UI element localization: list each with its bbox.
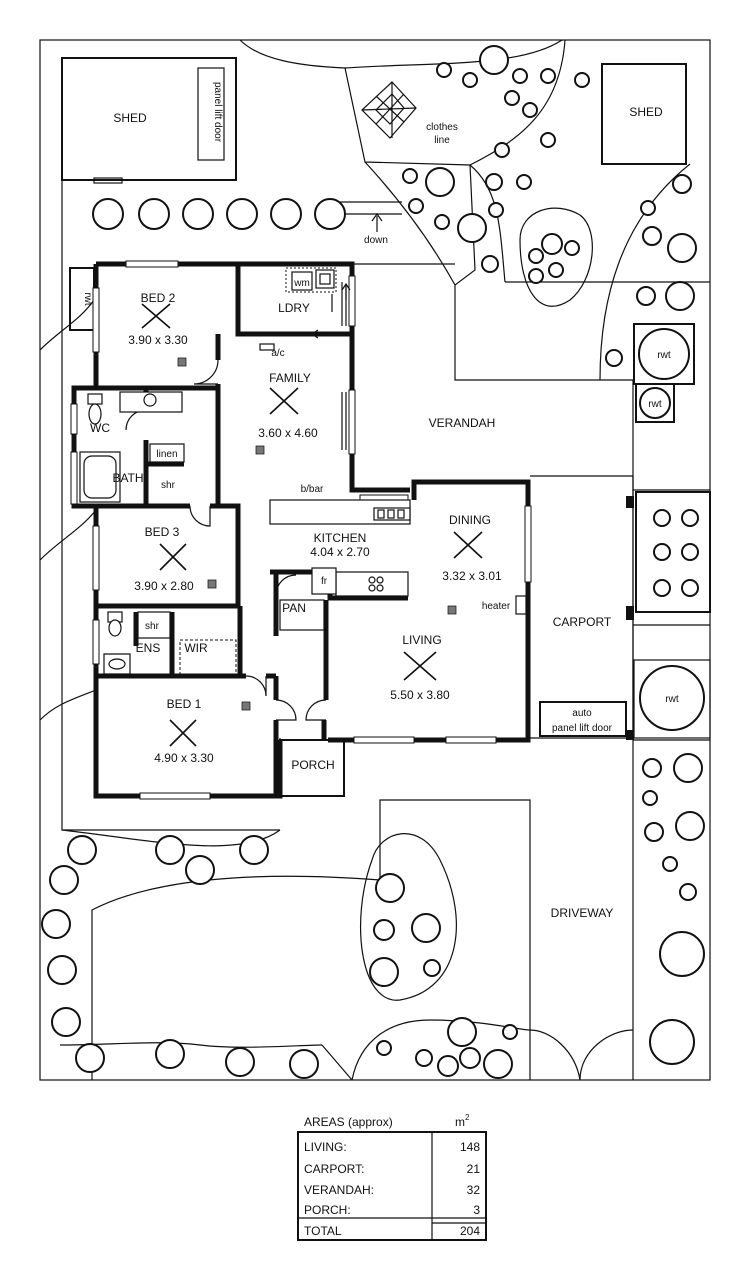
area-row-carport-name: CARPORT:	[304, 1162, 364, 1176]
carport-label: CARPORT	[553, 615, 612, 629]
area-row-carport-value: 21	[467, 1162, 481, 1176]
shed-right-label: SHED	[629, 105, 663, 119]
areas-header: AREAS (approx)	[304, 1115, 393, 1129]
areas-unit-m: m	[455, 1115, 465, 1129]
areas-table: AREAS (approx) m2 LIVING: 148 CARPORT: 2…	[297, 1113, 487, 1241]
dining-label: DINING	[449, 513, 491, 527]
panel-lift-door-label: panel lift door	[212, 82, 223, 143]
bed2-dim: 3.90 x 3.30	[128, 333, 188, 347]
shr-label-2: shr	[145, 621, 160, 632]
areas-unit-sup: 2	[465, 1113, 470, 1122]
bath-label: BATH	[112, 471, 143, 485]
windows	[70, 260, 532, 800]
door-swings	[125, 282, 347, 721]
shed-right: SHED	[601, 63, 687, 165]
garden-outlines	[39, 39, 710, 1081]
steps-down: down	[340, 201, 402, 246]
house-walls	[71, 261, 531, 799]
ac-label: a/c	[271, 348, 284, 359]
pan-label: PAN	[282, 601, 306, 615]
kitchen-label: KITCHEN	[314, 531, 367, 545]
auto-label: auto	[572, 708, 592, 719]
bed1-label: BED 1	[167, 697, 202, 711]
rwt-label-3: rwt	[648, 399, 662, 410]
planter	[653, 509, 699, 597]
dining-dim: 3.32 x 3.01	[442, 569, 502, 583]
clothes-label: clothes	[426, 122, 458, 133]
linen-label: linen	[156, 449, 177, 460]
bed1-dim: 4.90 x 3.30	[154, 751, 214, 765]
ldry-label: LDRY	[278, 301, 310, 315]
wc-label: WC	[90, 421, 110, 435]
fixtures	[79, 267, 527, 675]
driveway-label: DRIVEWAY	[551, 906, 614, 920]
ceiling-fans	[141, 303, 483, 747]
area-row-verandah-value: 32	[467, 1183, 481, 1197]
bed2-label: BED 2	[141, 291, 176, 305]
living-label: LIVING	[402, 633, 441, 647]
heater-label: heater	[482, 601, 511, 612]
bed3-dim: 3.90 x 2.80	[134, 579, 194, 593]
porch-label: PORCH	[291, 758, 334, 772]
area-row-porch-value: 3	[473, 1203, 480, 1217]
living-dim: 5.50 x 3.80	[390, 688, 450, 702]
rwt-label-2: rwt	[657, 350, 671, 361]
bbar-label: b/bar	[301, 484, 324, 495]
down-label: down	[364, 235, 388, 246]
fr-label: fr	[321, 576, 328, 587]
bed3-label: BED 3	[145, 525, 180, 539]
verandah-label: VERANDAH	[429, 416, 496, 430]
area-row-verandah-name: VERANDAH:	[304, 1183, 374, 1197]
wm-label: wm	[293, 278, 310, 289]
area-total-value: 204	[460, 1224, 480, 1238]
carport-posts	[626, 496, 634, 740]
wir-label: WIR	[184, 641, 208, 655]
room-labels: BED 2 3.90 x 3.30 LDRY wm a/c FAMILY 3.6…	[90, 278, 613, 920]
area-row-living-name: LIVING:	[304, 1140, 347, 1154]
area-row-porch-name: PORCH:	[304, 1203, 351, 1217]
ens-label: ENS	[136, 641, 161, 655]
area-row-living-value: 148	[460, 1140, 480, 1154]
trees	[41, 45, 705, 1079]
family-dim: 3.60 x 4.60	[258, 426, 318, 440]
shr-label-1: shr	[161, 480, 176, 491]
clothes-line: clothes line	[361, 81, 458, 146]
line-label: line	[434, 135, 450, 146]
shed-left: SHED panel lift door	[61, 57, 237, 184]
rainwater-tanks: rwt rwt rwt rwt	[69, 267, 711, 739]
area-total-label: TOTAL	[304, 1224, 342, 1238]
areas-unit: m2	[455, 1113, 470, 1129]
shed-left-label: SHED	[113, 111, 147, 125]
kitchen-dim: 4.04 x 2.70	[310, 545, 370, 559]
auto-door-label: panel lift door	[552, 723, 613, 734]
smoke-detectors	[177, 357, 457, 711]
family-label: FAMILY	[269, 371, 311, 385]
rwt-label-4: rwt	[665, 694, 679, 705]
rwt-label-1: rwt	[82, 292, 93, 306]
